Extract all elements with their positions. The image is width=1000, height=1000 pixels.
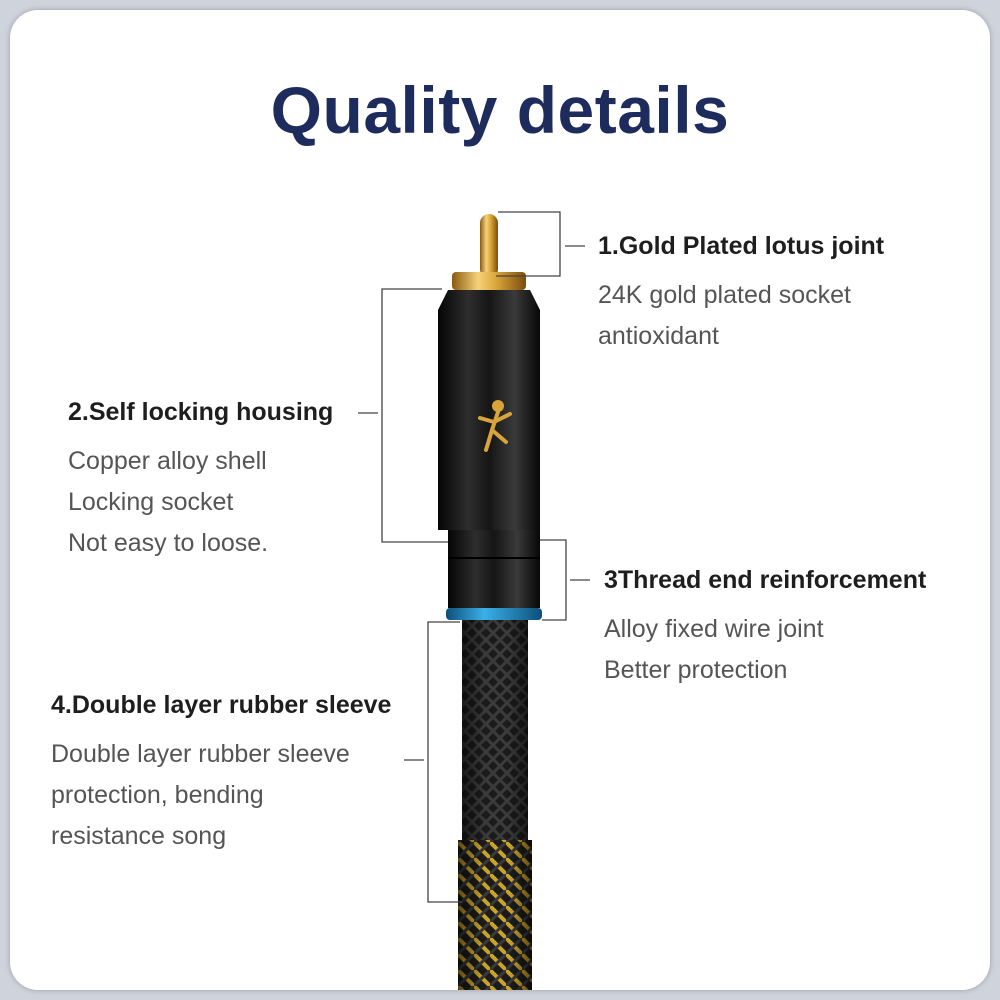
gold-dancing-figure-logo <box>478 400 512 452</box>
feature-heading: 4.Double layer rubber sleeve <box>51 691 392 719</box>
feature-line: Locking socket <box>68 488 234 516</box>
feature-line: antioxidant <box>598 322 719 350</box>
feature-line: Better protection <box>604 656 788 684</box>
feature-thread-end-reinforcement: 3Thread end reinforcement Alloy fixed wi… <box>604 566 926 691</box>
feature-self-locking-housing: 2.Self locking housing Copper alloy shel… <box>68 398 333 564</box>
callout-lines <box>358 211 590 903</box>
braided-cable <box>458 840 532 990</box>
feature-line: Not easy to loose. <box>68 529 269 557</box>
feature-heading: 3Thread end reinforcement <box>604 566 927 594</box>
rubber-sleeve <box>462 620 528 840</box>
feature-line: protection, bending <box>51 781 264 809</box>
blue-accent-ring <box>446 608 542 620</box>
product-card: Quality details <box>10 10 990 990</box>
feature-line: Copper alloy shell <box>68 447 267 475</box>
page-title: Quality details <box>270 73 730 147</box>
feature-gold-plated-joint: 1.Gold Plated lotus joint 24K gold plate… <box>598 232 884 357</box>
rca-connector-illustration <box>438 214 542 990</box>
feature-line: Double layer rubber sleeve <box>51 740 350 768</box>
feature-heading: 2.Self locking housing <box>68 398 334 426</box>
feature-line: resistance song <box>51 822 227 850</box>
feature-double-layer-sleeve: 4.Double layer rubber sleeve Double laye… <box>51 691 391 857</box>
feature-line: 24K gold plated socket <box>598 281 851 309</box>
feature-line: Alloy fixed wire joint <box>604 615 824 643</box>
feature-heading: 1.Gold Plated lotus joint <box>598 232 885 260</box>
connector-housing <box>438 290 540 608</box>
